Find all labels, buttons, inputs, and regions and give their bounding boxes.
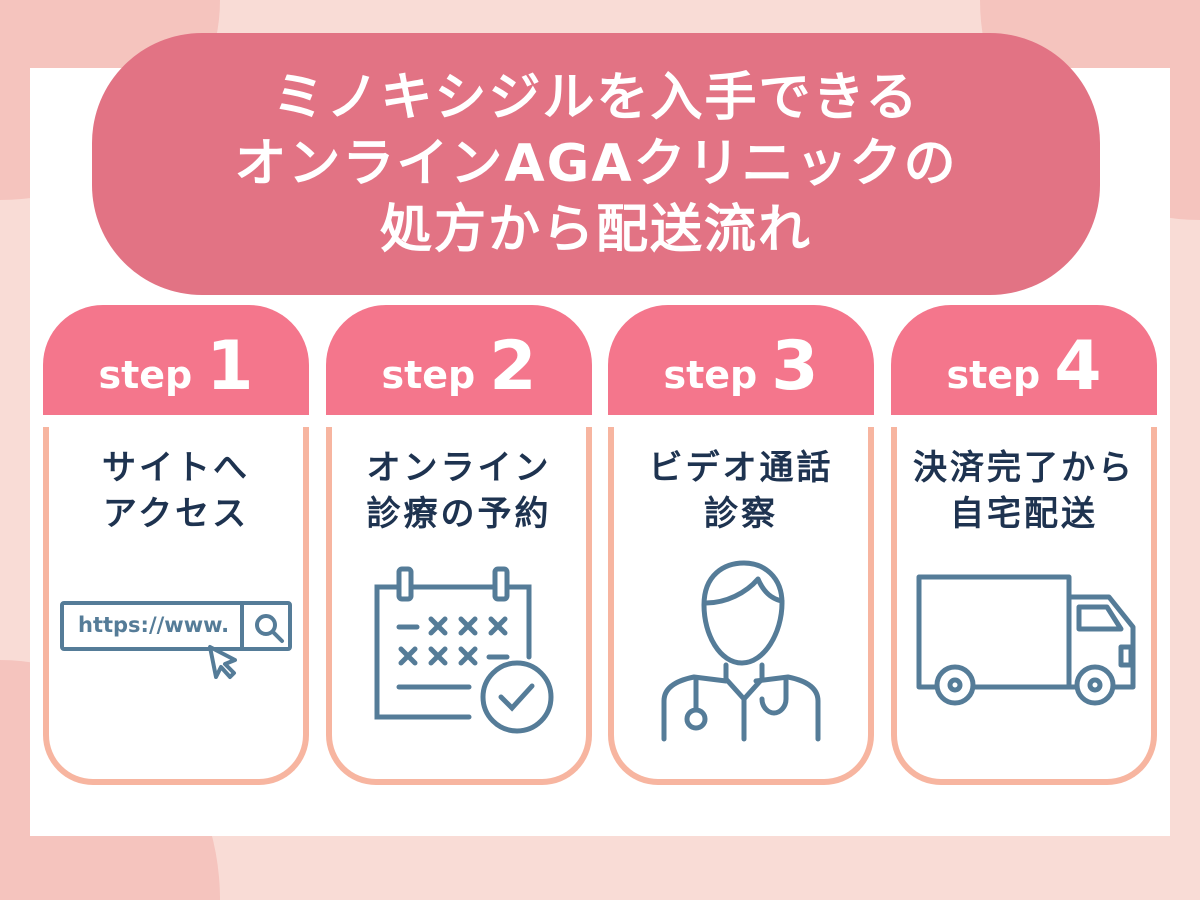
step-card-3: step 3 ビデオ通話診察 <box>608 305 874 785</box>
step-word: step <box>946 353 1041 397</box>
step-number: 2 <box>489 327 537 406</box>
step-card-2: step 2 オンライン診療の予約 <box>326 305 592 785</box>
cursor-icon <box>208 645 237 679</box>
step-body: サイトへアクセス https://www. <box>43 427 309 785</box>
step-word: step <box>663 353 758 397</box>
title-line: オンラインAGAクリニックの <box>234 134 958 194</box>
description-line: 診察 <box>704 494 778 534</box>
title-banner: ミノキシジルを入手できる オンラインAGAクリニックの 処方から配送流れ <box>92 33 1100 295</box>
step-header: step 1 <box>43 305 309 415</box>
step-description: 決済完了から自宅配送 <box>897 445 1151 537</box>
step-body: 決済完了から自宅配送 <box>891 427 1157 785</box>
description-line: サイトへ <box>102 448 250 488</box>
step-description: オンライン診療の予約 <box>332 445 586 537</box>
step-header: step 4 <box>891 305 1157 415</box>
description-line: ビデオ通話 <box>648 448 834 488</box>
step-body: オンライン診療の予約 <box>326 427 592 785</box>
step-card-4: step 4 決済完了から自宅配送 <box>891 305 1157 785</box>
doctor-icon <box>614 555 868 745</box>
step-number: 3 <box>771 327 819 406</box>
calendar-check-icon <box>332 557 586 737</box>
step-card-1: step 1 サイトへアクセス https://www. <box>43 305 309 785</box>
step-description: ビデオ通話診察 <box>614 445 868 537</box>
step-header: step 3 <box>608 305 874 415</box>
step-word: step <box>98 353 193 397</box>
description-line: 診療の予約 <box>366 494 552 534</box>
description-line: 自宅配送 <box>950 494 1098 534</box>
description-line: アクセス <box>102 494 250 534</box>
description-line: 決済完了から <box>913 448 1135 488</box>
title-line: 処方から配送流れ <box>379 200 812 260</box>
step-header: step 2 <box>326 305 592 415</box>
step-number: 1 <box>206 327 254 406</box>
step-body: ビデオ通話診察 <box>608 427 874 785</box>
search-icon <box>255 614 284 643</box>
title-line: ミノキシジルを入手できる <box>272 68 920 128</box>
delivery-truck-icon <box>897 567 1151 707</box>
step-description: サイトへアクセス <box>49 445 303 537</box>
description-line: オンライン <box>366 448 552 488</box>
step-word: step <box>381 353 476 397</box>
browser-url-icon: https://www. <box>49 601 303 679</box>
step-number: 4 <box>1054 327 1102 406</box>
url-text: https://www. <box>78 613 230 637</box>
